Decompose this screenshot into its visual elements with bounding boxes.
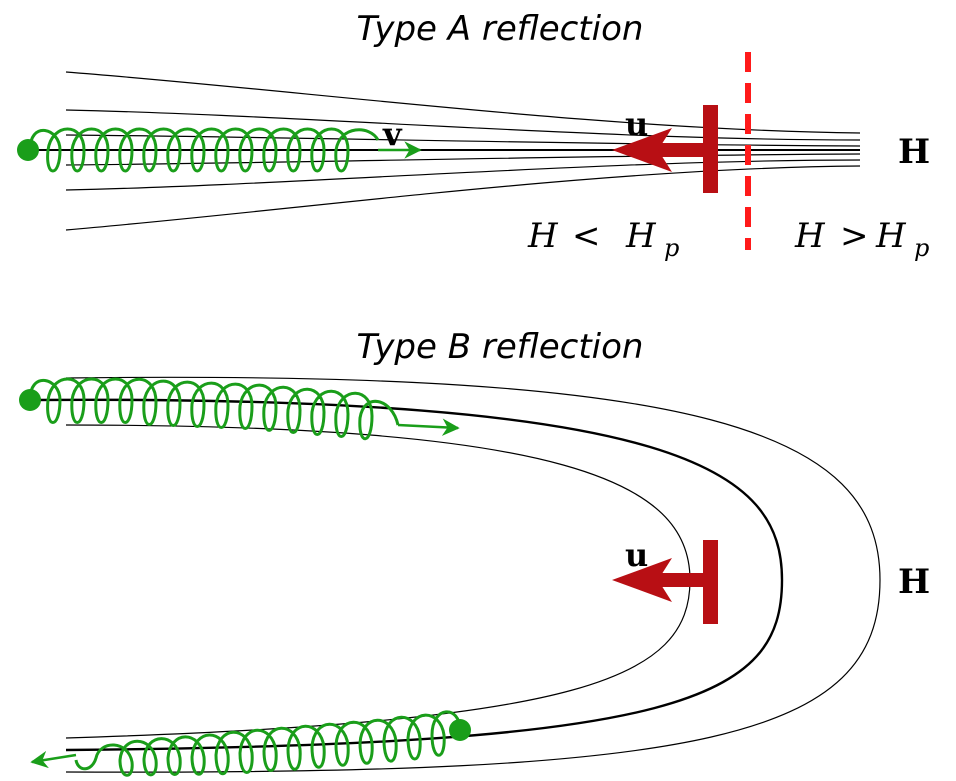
field-line <box>65 159 861 191</box>
field-line <box>65 134 861 147</box>
particle-b-bottom <box>449 719 471 741</box>
shock-arrow-shaft <box>655 143 705 157</box>
velocity-arrow-b-bottom <box>30 750 77 769</box>
field-line-outer <box>65 376 881 773</box>
shock-bar <box>703 105 718 193</box>
shock-velocity-label-b: u <box>625 536 648 574</box>
field-line-inner <box>65 424 691 739</box>
shock-velocity-label: u <box>625 105 648 143</box>
shock-arrow-shaft <box>655 573 705 587</box>
particle-a <box>17 139 39 161</box>
panel-a-title: Type A reflection <box>357 9 644 49</box>
field-label-b: H <box>898 562 930 602</box>
particle-helix-b-bottom <box>30 710 462 777</box>
field-line <box>65 109 861 141</box>
shock-a <box>612 105 718 193</box>
shock-arrowhead <box>612 128 672 172</box>
field-line <box>65 165 861 231</box>
left-condition: H < H p <box>527 216 679 262</box>
field-label-a: H <box>898 132 930 172</box>
velocity-label: v <box>382 115 403 153</box>
shock-arrowhead <box>612 558 672 602</box>
left-condition-op: < <box>572 216 601 256</box>
panel-b: Type B reflection u H <box>19 327 930 777</box>
shock-b <box>612 540 718 624</box>
field-line-main <box>29 398 784 752</box>
right-condition: H > H p <box>794 216 929 262</box>
right-condition-sub: p <box>914 234 929 262</box>
particle-helix-a <box>28 127 422 173</box>
right-condition-sym: H <box>875 216 907 256</box>
left-condition-var: H <box>527 216 559 256</box>
panel-a: Type A reflection v u H <box>17 9 930 262</box>
left-condition-sym: H <box>625 216 657 256</box>
field-line <box>65 153 861 166</box>
velocity-arrow-b-top <box>397 418 460 436</box>
right-condition-var: H <box>794 216 826 256</box>
right-condition-op: > <box>840 216 869 256</box>
field-line <box>65 71 861 134</box>
particle-b-top <box>19 389 41 411</box>
particle-helix-b-top <box>28 377 460 441</box>
panel-b-title: Type B reflection <box>357 327 644 367</box>
shock-bar <box>703 540 718 624</box>
left-condition-sub: p <box>664 234 679 262</box>
field-lines-b <box>29 376 881 773</box>
